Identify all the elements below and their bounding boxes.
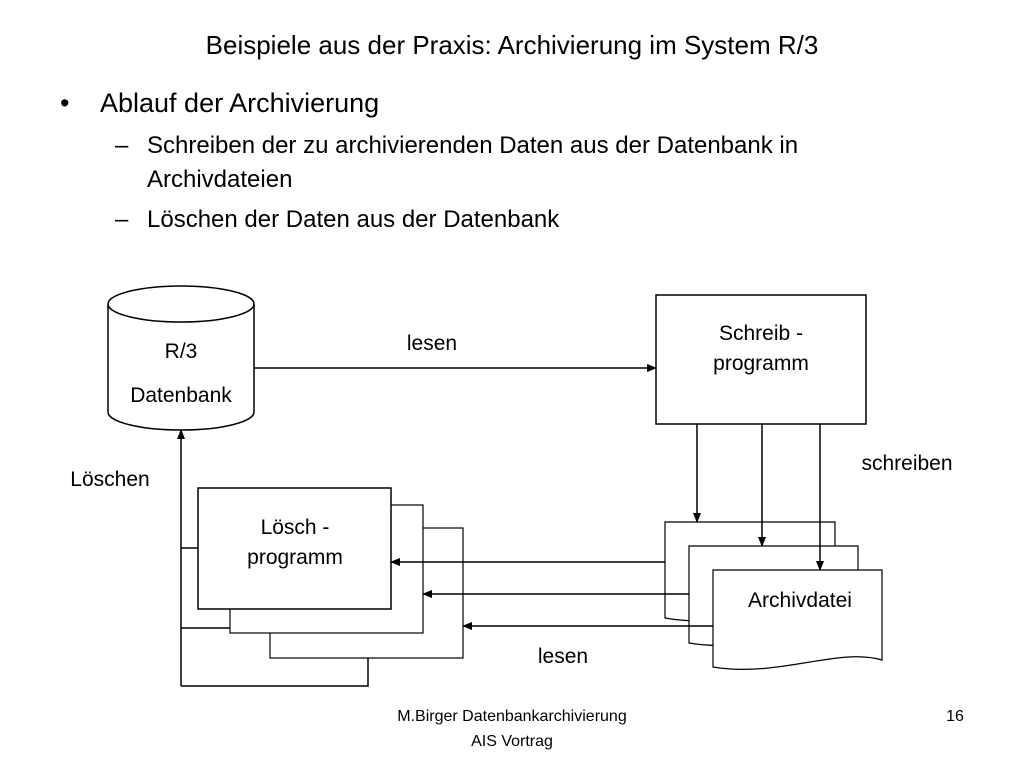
database-cylinder: R/3 Datenbank: [107, 285, 255, 431]
write-program-label-line-2: programm: [713, 352, 809, 375]
bullet-1-text: Ablauf der Archivierung: [100, 88, 380, 118]
edge-label-write: schreiben: [861, 452, 952, 475]
delete-program-label-line-1: Lösch -: [261, 516, 330, 539]
slide-title: Beispiele aus der Praxis: Archivierung i…: [205, 30, 819, 60]
sub-bullet-1-line-1: Schreiben der zu archivierenden Daten au…: [147, 132, 799, 159]
edge-label-read-bottom: lesen: [538, 645, 588, 668]
page-number: 16: [946, 708, 964, 725]
write-program-box: Schreib - programm: [655, 294, 867, 425]
delete-arrows: [177, 429, 369, 687]
bullet-marker: •: [60, 88, 70, 118]
edge-label-read-top: lesen: [407, 332, 457, 355]
footer-line-1: M.Birger Datenbankarchivierung: [397, 708, 627, 725]
archive-file-front: [712, 569, 883, 670]
delete-program-stack: Lösch - programm: [197, 487, 464, 659]
archive-file-label: Archivdatei: [748, 589, 852, 612]
sub-bullet-marker: –: [115, 206, 129, 233]
archive-file-stack: Archivdatei: [664, 521, 883, 670]
sub-bullet-2-line-1: Löschen der Daten aus der Datenbank: [147, 206, 560, 233]
delete-program-label-line-2: programm: [247, 546, 343, 569]
delete-connector-3: [181, 658, 369, 687]
database-label-line-1: R/3: [165, 340, 198, 363]
delete-program-front: [197, 487, 392, 610]
edge-label-delete: Löschen: [70, 468, 149, 491]
sub-bullet-marker: –: [115, 132, 129, 159]
database-label-line-2: Datenbank: [130, 384, 232, 407]
sub-bullet-1-line-2: Archivdateien: [147, 166, 293, 193]
footer-line-2: AIS Vortrag: [471, 733, 553, 750]
write-program-label-line-1: Schreib -: [719, 322, 803, 345]
